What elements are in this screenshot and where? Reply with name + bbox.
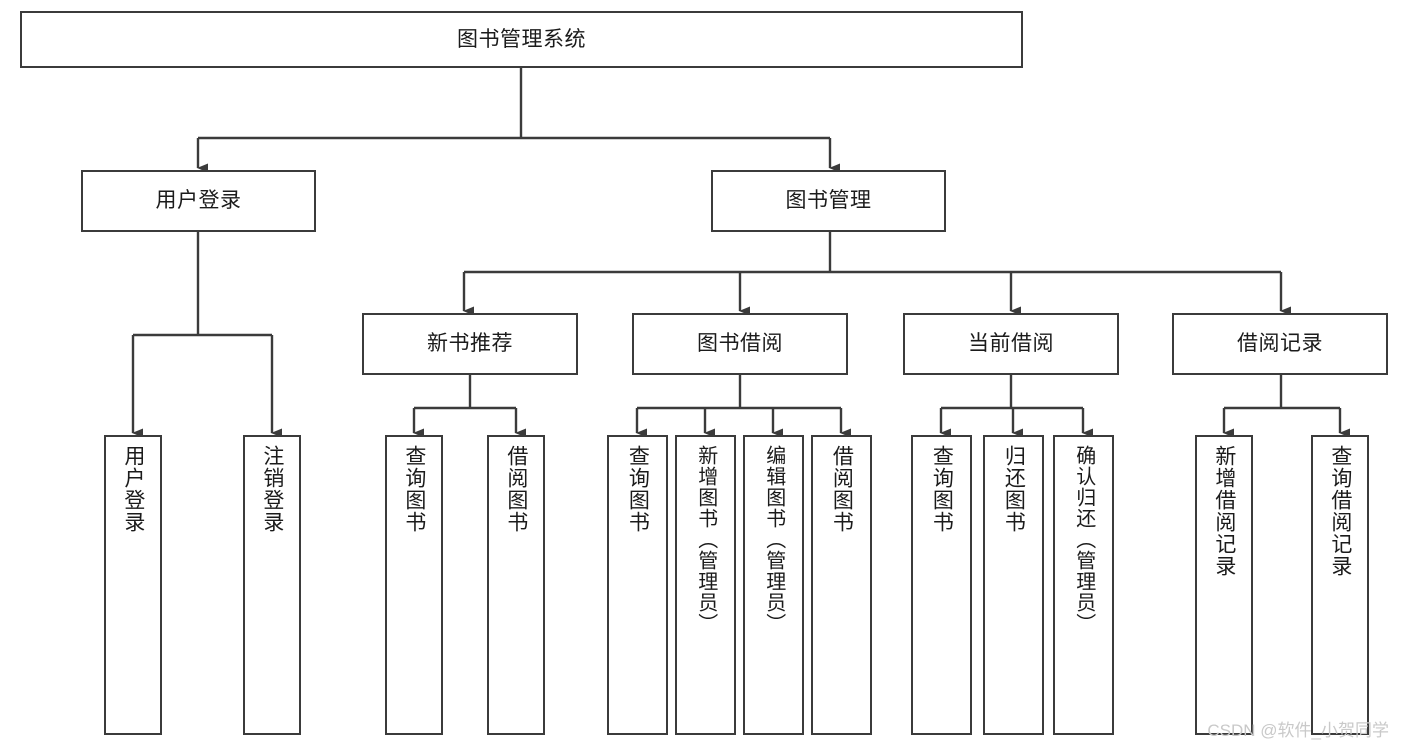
leaf-node-leaf-user-login[interactable]: 用户登录: [104, 435, 162, 735]
leaf-node-leaf-borrow-book-recommend[interactable]: 借阅图书: [487, 435, 545, 735]
level3-node-new-book-recommend[interactable]: 新书推荐: [362, 313, 578, 375]
level3-node-borrow-record[interactable]: 借阅记录: [1172, 313, 1388, 375]
node-label-leaf-add-book-admin: 新增图书（管理员）: [694, 445, 717, 634]
node-label-leaf-return-book: 归还图书: [1002, 445, 1026, 533]
node-label-leaf-query-book-borrow: 查询图书: [626, 445, 650, 533]
leaf-node-leaf-query-book-borrow[interactable]: 查询图书: [607, 435, 668, 735]
node-label-leaf-confirm-return-admin: 确认归还（管理员）: [1072, 445, 1095, 634]
node-label-current-borrow: 当前借阅: [968, 332, 1054, 356]
watermark-label: CSDN @软件_小贺同学: [1207, 721, 1389, 740]
node-label-leaf-user-login: 用户登录: [121, 445, 145, 533]
connector-group: [131, 68, 1350, 438]
level2-node-user-login[interactable]: 用户登录: [81, 170, 316, 232]
level2-node-book-management[interactable]: 图书管理: [711, 170, 946, 232]
node-label-leaf-borrow-book-recommend: 借阅图书: [504, 445, 528, 533]
leaf-node-leaf-return-book[interactable]: 归还图书: [983, 435, 1044, 735]
root-node-root[interactable]: 图书管理系统: [20, 11, 1023, 68]
leaf-node-leaf-add-borrow-record[interactable]: 新增借阅记录: [1195, 435, 1253, 735]
level3-node-current-borrow[interactable]: 当前借阅: [903, 313, 1119, 375]
leaf-node-leaf-logout-login[interactable]: 注销登录: [243, 435, 301, 735]
node-label-leaf-add-borrow-record: 新增借阅记录: [1212, 445, 1236, 577]
leaf-node-leaf-query-borrow-record[interactable]: 查询借阅记录: [1311, 435, 1369, 735]
leaf-node-leaf-borrow-book[interactable]: 借阅图书: [811, 435, 872, 735]
node-label-leaf-query-book-current: 查询图书: [930, 445, 954, 533]
node-label-leaf-query-borrow-record: 查询借阅记录: [1328, 445, 1352, 577]
node-label-book-borrow: 图书借阅: [697, 332, 783, 356]
leaf-node-leaf-query-book-recommend[interactable]: 查询图书: [385, 435, 443, 735]
node-label-book-management: 图书管理: [785, 189, 872, 213]
node-label-leaf-borrow-book: 借阅图书: [830, 445, 854, 533]
node-label-user-login: 用户登录: [155, 189, 242, 213]
node-label-borrow-record: 借阅记录: [1237, 332, 1323, 356]
node-label-root: 图书管理系统: [457, 27, 586, 51]
level3-node-book-borrow[interactable]: 图书借阅: [632, 313, 848, 375]
leaf-node-leaf-confirm-return-admin[interactable]: 确认归还（管理员）: [1053, 435, 1114, 735]
node-label-leaf-query-book-recommend: 查询图书: [402, 445, 426, 533]
leaf-node-leaf-query-book-current[interactable]: 查询图书: [911, 435, 972, 735]
leaf-node-leaf-add-book-admin[interactable]: 新增图书（管理员）: [675, 435, 736, 735]
leaf-node-leaf-edit-book-admin[interactable]: 编辑图书（管理员）: [743, 435, 804, 735]
node-label-leaf-edit-book-admin: 编辑图书（管理员）: [762, 445, 785, 634]
node-label-leaf-logout-login: 注销登录: [260, 445, 284, 533]
node-label-new-book-recommend: 新书推荐: [427, 332, 513, 356]
